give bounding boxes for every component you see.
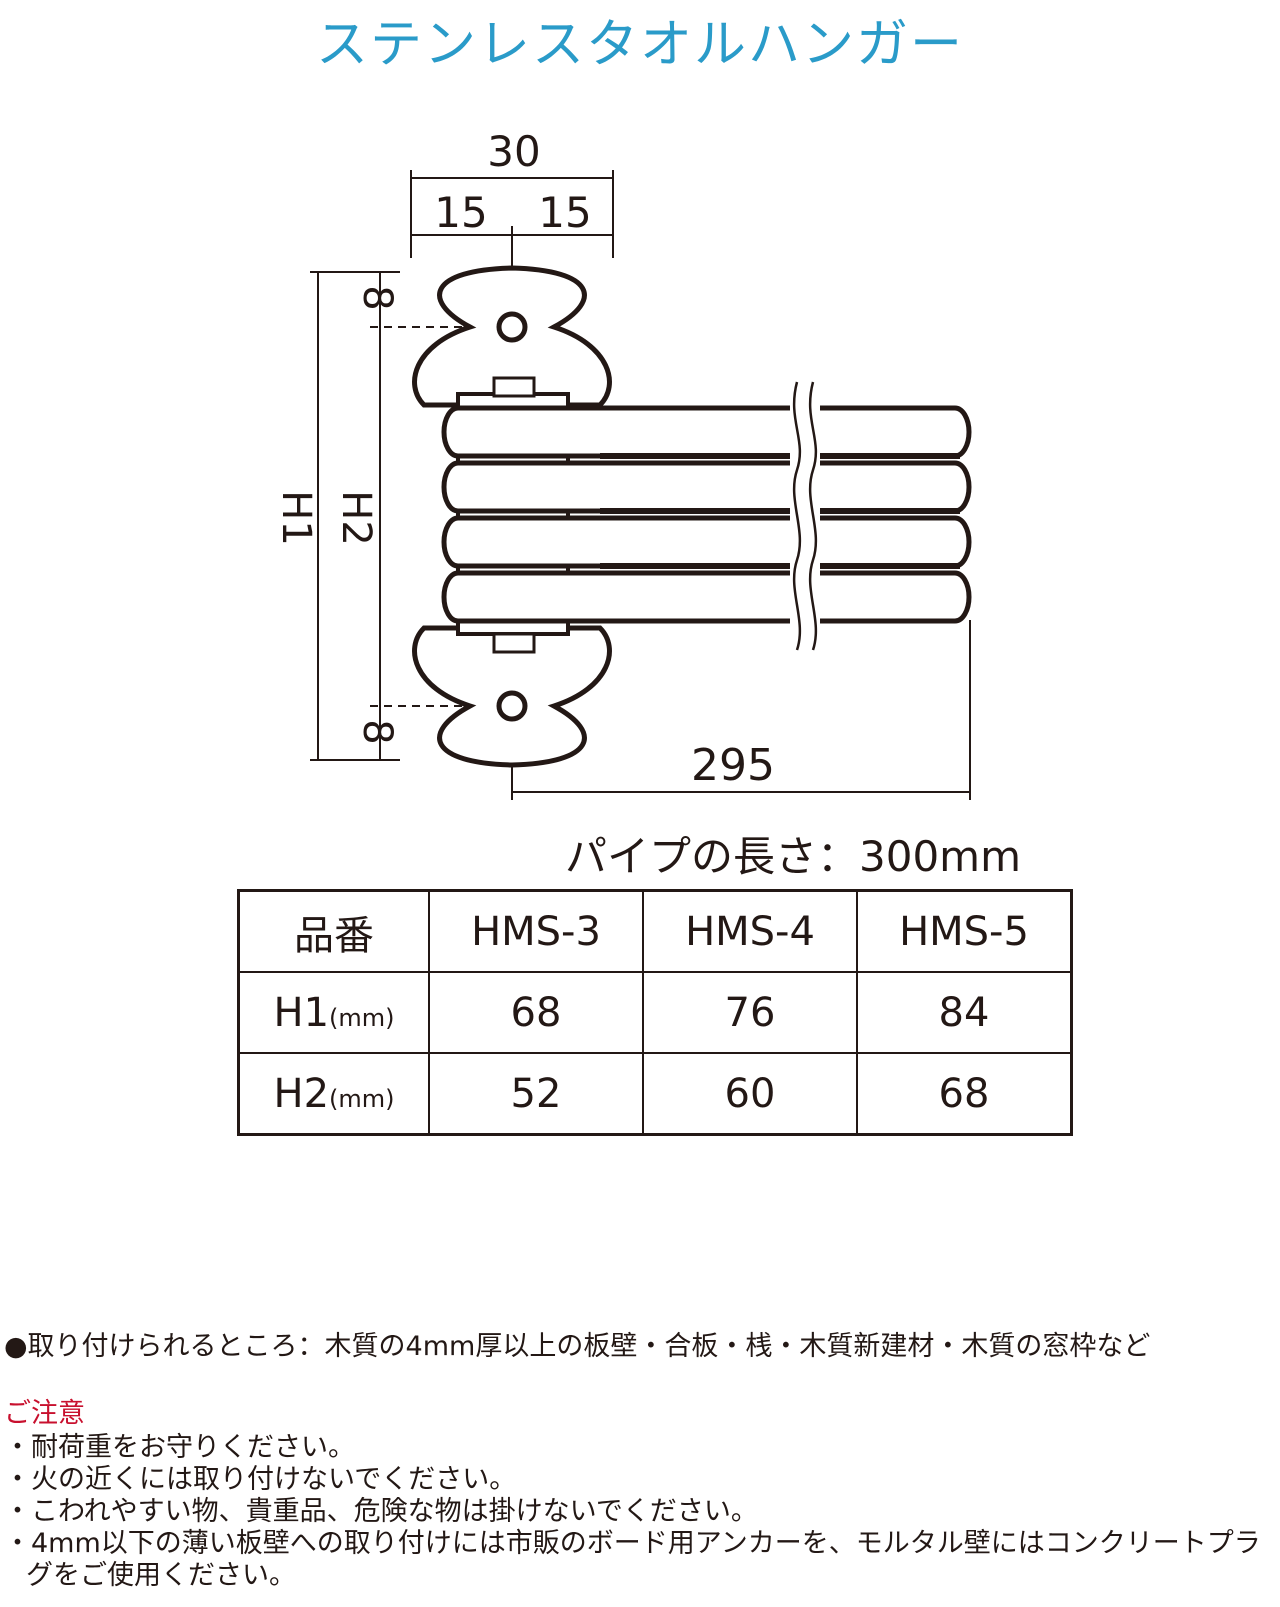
row-unit: (mm) bbox=[329, 1003, 395, 1032]
dim-offset-bottom: 8 bbox=[354, 719, 400, 744]
row-label-h1: H1(mm) bbox=[237, 971, 430, 1054]
table-row: H2(mm) 52 60 68 bbox=[237, 1052, 1073, 1136]
table-header-row: 品番 HMS-3 HMS-4 HMS-5 bbox=[237, 889, 1073, 973]
row-label-text: H1 bbox=[273, 989, 330, 1036]
table-cell: 84 bbox=[856, 971, 1073, 1054]
pipes bbox=[441, 405, 972, 624]
table-cell: 52 bbox=[428, 1052, 644, 1136]
row-label-text: H2 bbox=[273, 1070, 330, 1117]
caution-title: ご注意 bbox=[4, 1398, 85, 1429]
model-hms-3: HMS-3 bbox=[428, 889, 644, 973]
mounting-note: ●取り付けられるところ：木質の4mm厚以上の板壁・合板・桟・木質新建材・木質の窓… bbox=[4, 1331, 1151, 1362]
table-header-label: 品番 bbox=[237, 889, 430, 973]
dim-length: 295 bbox=[691, 740, 775, 791]
dim-offset-top: 8 bbox=[354, 285, 400, 310]
spec-table: 品番 HMS-3 HMS-4 HMS-5 H1(mm) 68 76 84 H2(… bbox=[237, 889, 1073, 1136]
list-item: ・こわれやすい物、貴重品、危険な物は掛けないでください。 bbox=[4, 1496, 758, 1527]
model-hms-4: HMS-4 bbox=[642, 889, 858, 973]
row-label-h2: H2(mm) bbox=[237, 1052, 430, 1136]
table-cell: 68 bbox=[856, 1052, 1073, 1136]
table-cell: 68 bbox=[428, 971, 644, 1054]
list-item: ・火の近くには取り付けないでください。 bbox=[4, 1464, 517, 1495]
dim-half-left: 15 bbox=[434, 188, 487, 237]
list-item: ・耐荷重をお守りください。 bbox=[4, 1432, 355, 1463]
row-unit: (mm) bbox=[329, 1084, 395, 1113]
table-cell: 60 bbox=[642, 1052, 858, 1136]
towel-hanger-drawing: 30 15 15 8 8 H1 H2 295 bbox=[273, 127, 972, 800]
list-item: ・4mm以下の薄い板壁への取り付けには市販のボード用アンカーを、モルタル壁にはコ… bbox=[4, 1528, 1261, 1591]
caution-list: ・耐荷重をお守りください。 ・火の近くには取り付けないでください。 ・こわれやす… bbox=[4, 1432, 1276, 1592]
pipe-length-note: パイプの長さ：300mm bbox=[565, 832, 1021, 881]
model-hms-5: HMS-5 bbox=[856, 889, 1073, 973]
table-row: H1(mm) 68 76 84 bbox=[237, 971, 1073, 1054]
dim-label-h1: H1 bbox=[273, 490, 319, 546]
page-title: ステンレスタオルハンガー bbox=[315, 15, 964, 75]
dim-label-h2: H2 bbox=[333, 490, 379, 546]
table-cell: 76 bbox=[642, 971, 858, 1054]
dim-width-total: 30 bbox=[487, 127, 540, 176]
dim-half-right: 15 bbox=[538, 188, 591, 237]
